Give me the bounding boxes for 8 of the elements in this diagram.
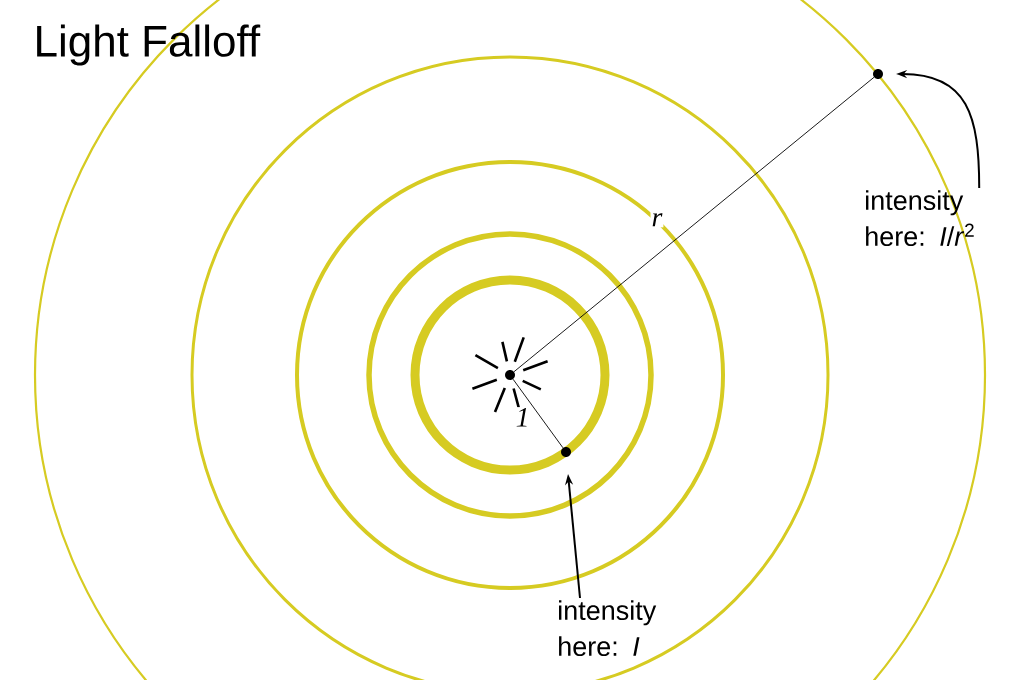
point — [505, 370, 515, 380]
edge-label: 1 — [514, 407, 531, 428]
point — [561, 447, 571, 457]
line — [512, 378, 564, 449]
edge-label: r — [650, 212, 664, 228]
point — [873, 69, 883, 79]
callout-text: intensity here: I — [559, 600, 657, 657]
line — [513, 76, 875, 373]
